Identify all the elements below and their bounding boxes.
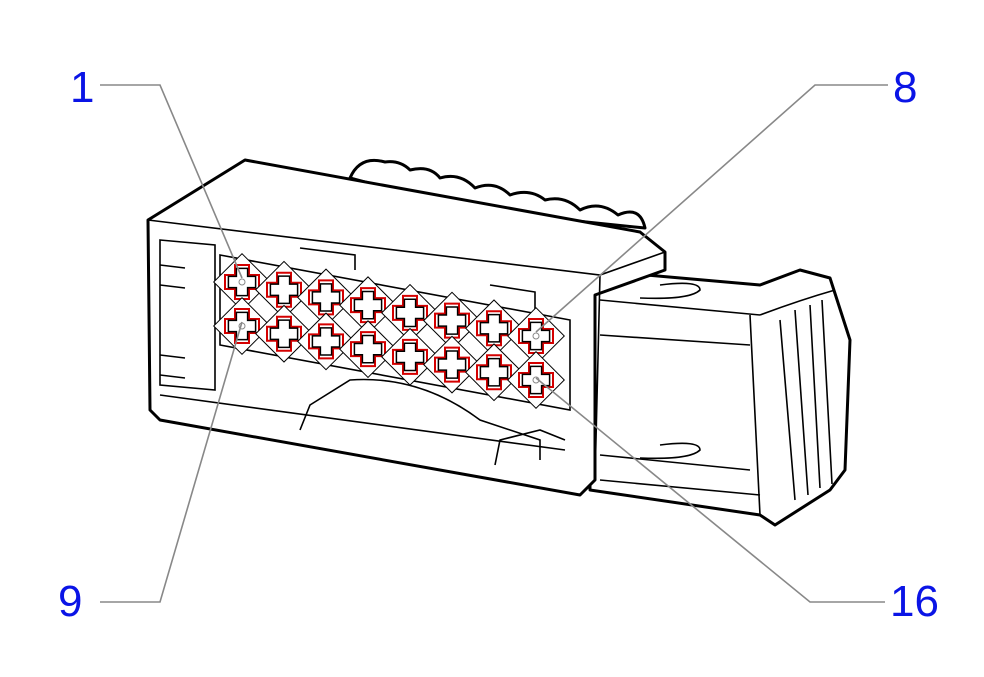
pin-cross-inner (395, 342, 425, 372)
pin-cross-outline (350, 287, 386, 324)
leader-line-16 (535, 377, 885, 603)
pin-cavities (213, 253, 565, 409)
pin-cavity-3 (297, 268, 355, 327)
leader-lines (100, 84, 888, 603)
pin-cavity-9 (213, 297, 271, 355)
pin-cross-inner (437, 306, 467, 335)
pin-cavity-11 (297, 312, 355, 371)
pin-cross-inner (521, 321, 551, 351)
locking-slide (588, 268, 852, 527)
pin-cross-outline (476, 310, 512, 347)
pin-cavity-5 (381, 283, 439, 342)
pin-cavity-12 (339, 320, 397, 379)
pin-cross-inner (227, 311, 257, 341)
pin-cross-inner (437, 350, 467, 379)
pin-marker (532, 332, 540, 340)
pin-cavity-10 (255, 304, 313, 363)
pin-cross-inner (479, 357, 509, 387)
pin-cavity-13 (381, 327, 439, 386)
pin-cross-outline (350, 331, 386, 368)
leader-line-8 (535, 84, 888, 333)
pin-cavity-8 (507, 307, 565, 365)
pin-cross-outline (224, 308, 260, 344)
pin-cross-outline (308, 279, 344, 316)
label-pin-1: 1 (70, 63, 95, 112)
pin-cross-outline (434, 346, 470, 383)
pin-cavity-4 (339, 276, 397, 335)
pin-cross-inner (311, 283, 341, 312)
wire-bundle (348, 158, 647, 230)
pin-cavity-15 (465, 343, 523, 402)
pin-cavity-6 (423, 291, 481, 350)
label-pin-9: 9 (58, 577, 83, 626)
pin-cross-outline (392, 294, 428, 331)
pin-cross-inner (311, 327, 341, 356)
pin-cavity-16 (507, 351, 565, 409)
leader-line-9 (100, 321, 243, 603)
pin-cross-outline (308, 323, 344, 360)
leader-line-1 (100, 84, 243, 279)
pin-cross-inner (353, 334, 383, 364)
pin-cross-inner (227, 267, 257, 297)
pin-cross-outline (392, 338, 428, 375)
pin-cross-outline (266, 315, 302, 352)
pin-cross-outline (476, 354, 512, 391)
pin-cross-outline (518, 318, 554, 354)
pin-cross-inner (269, 319, 299, 349)
pin-cavity-2 (255, 260, 313, 319)
pin-cross-inner (479, 313, 509, 343)
pin-marker (238, 278, 246, 286)
pin-cavity-1 (213, 253, 271, 311)
pin-cross-inner (269, 275, 299, 305)
pin-cross-outline (224, 264, 260, 300)
pin-cross-outline (266, 271, 302, 308)
pin-cross-inner (353, 290, 383, 320)
pin-cross-outline (518, 362, 554, 398)
label-pin-16: 16 (890, 577, 939, 626)
pin-cross-inner (521, 365, 551, 395)
label-pin-8: 8 (893, 63, 918, 112)
pin-cavity-14 (423, 335, 481, 394)
pin-cross-inner (395, 298, 425, 328)
pin-cavity-7 (465, 299, 523, 358)
pin-cross-outline (434, 302, 470, 339)
